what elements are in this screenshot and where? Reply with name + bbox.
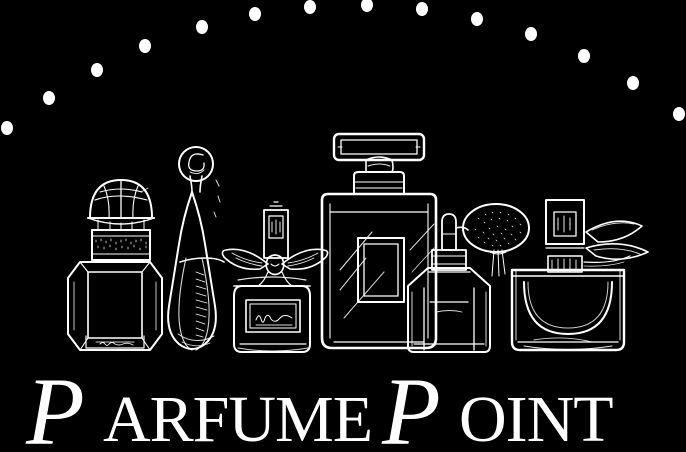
wordmark-initial-p2: P — [381, 362, 439, 452]
light-dot — [43, 91, 55, 105]
wordmark-initial-p1: P — [25, 362, 83, 452]
light-dot — [525, 27, 537, 41]
bottle-atomizer — [407, 203, 530, 353]
bottle-leafed-square — [510, 199, 649, 352]
light-dot — [196, 20, 208, 34]
bottle-classic-flacon — [320, 132, 438, 350]
wordmark: P ARFUME P OINT — [0, 362, 686, 452]
bottle-teardrop — [167, 146, 225, 351]
light-dot — [578, 49, 590, 63]
light-dot — [361, 0, 373, 12]
light-dot — [1, 121, 13, 135]
string-lights-arc — [1, 0, 685, 135]
light-dot — [304, 0, 316, 14]
light-dot — [416, 2, 428, 16]
light-dot — [673, 107, 685, 121]
wordmark-point-caps: OINT — [459, 383, 613, 452]
light-dot — [249, 7, 261, 21]
light-dot — [627, 76, 639, 90]
bottle-faceted-flacon — [67, 179, 163, 351]
wordmark-svg: P ARFUME P OINT — [25, 362, 614, 452]
bottle-ribbon-flacon — [221, 201, 329, 353]
light-dot — [139, 39, 151, 53]
light-dot — [471, 12, 483, 26]
wordmark-parfume-caps: ARFUME — [103, 383, 372, 452]
light-dot — [91, 63, 103, 77]
